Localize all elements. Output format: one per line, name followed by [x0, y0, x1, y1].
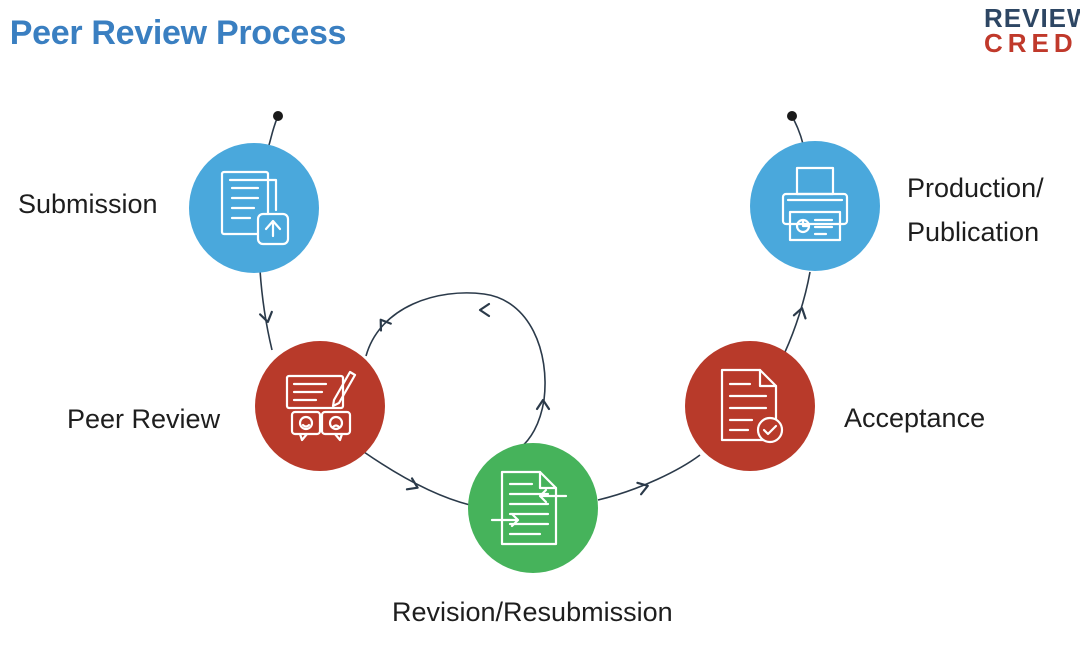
end-dot — [787, 111, 797, 121]
checklist-approved-icon — [720, 368, 784, 444]
stage-peer-review — [255, 341, 385, 471]
stage-circle — [685, 341, 815, 471]
document-upload-icon — [220, 170, 290, 246]
stage-circle — [468, 443, 598, 573]
page-title: e Peer Review Process — [0, 14, 347, 52]
connector-review-to-revision — [363, 451, 471, 506]
arrow-chevron — [478, 302, 491, 318]
logo-line-1: REVIEW — [984, 3, 1080, 33]
stage-circle — [750, 141, 880, 271]
start-dot — [273, 111, 283, 121]
stage-production-publication — [750, 141, 880, 271]
document-revision-icon — [490, 470, 568, 546]
stage-revision-resubmission — [468, 443, 598, 573]
connector-submission-to-review — [259, 269, 273, 351]
brand-logo: REVIEW CRED — [984, 3, 1080, 58]
label-peer-review: Peer Review — [67, 404, 221, 434]
label-production-publication: Production/ Publication — [907, 166, 1044, 254]
stage-circle — [255, 341, 385, 471]
printer-icon — [781, 166, 849, 242]
revision-loop — [365, 292, 546, 449]
label-publication-line: Publication — [907, 217, 1040, 247]
connector-acceptance-to-publication — [784, 271, 811, 353]
arrow-chevron — [374, 315, 392, 332]
logo-line-2: CRED — [984, 28, 1078, 58]
arrow-chevron — [258, 310, 275, 325]
stage-submission — [189, 143, 319, 273]
connector-lines — [259, 115, 811, 506]
label-production-line: Production/ — [907, 173, 1044, 203]
connector-revision-to-acceptance — [597, 454, 701, 501]
review-feedback-icon — [285, 370, 357, 442]
label-acceptance: Acceptance — [844, 403, 986, 433]
label-revision-resubmission: Revision/Resubmission — [392, 597, 673, 627]
start-tail — [267, 115, 279, 149]
label-submission: Submission — [18, 189, 158, 219]
stage-acceptance — [685, 341, 815, 471]
